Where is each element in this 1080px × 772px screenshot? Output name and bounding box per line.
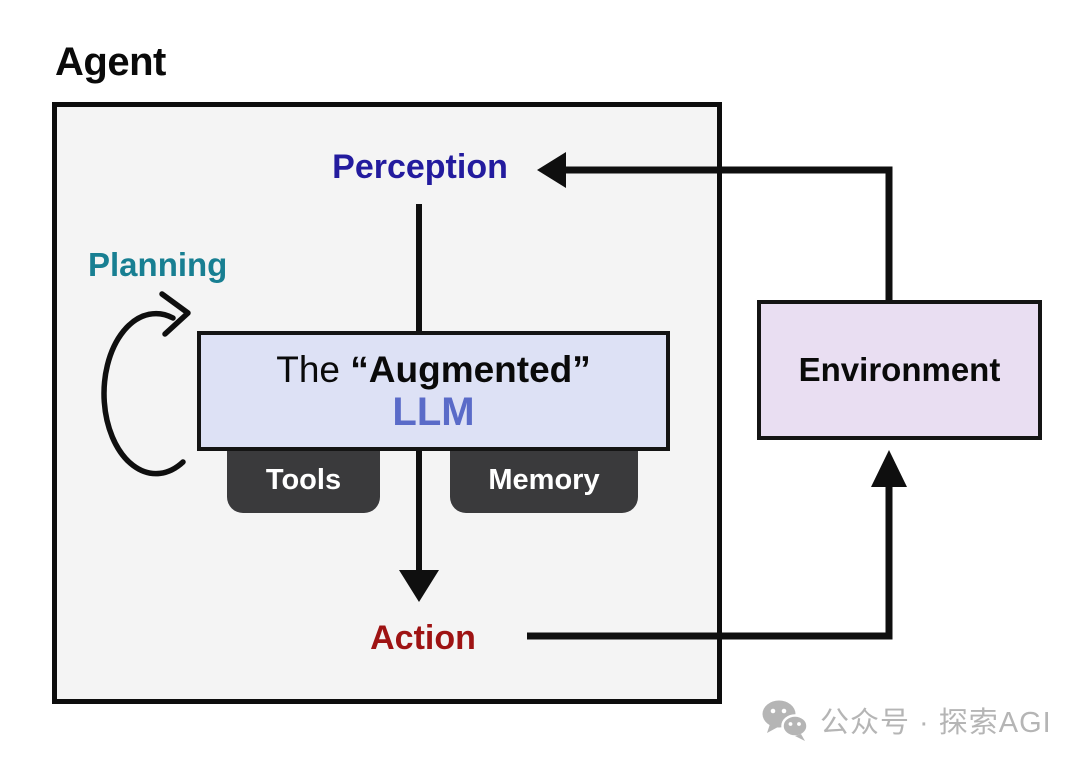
planning-label: Planning: [88, 246, 228, 283]
arrow-action-to-environment-head: [871, 450, 907, 487]
perception-label: Perception: [332, 148, 508, 186]
llm-box-line1: The “Augmented”: [276, 349, 591, 392]
environment-box: Environment: [757, 300, 1042, 440]
action-label: Action: [370, 619, 476, 657]
wechat-icon: [762, 700, 809, 741]
tools-tab: Tools: [227, 447, 380, 513]
watermark-text: 公众号 · 探索AGI: [820, 707, 1052, 739]
memory-tab: Memory: [450, 447, 638, 513]
llm-line1-regular: The: [276, 348, 351, 390]
watermark: 公众号 · 探索AGI: [760, 698, 1052, 742]
llm-line1-bold: “Augmented”: [350, 348, 591, 390]
augmented-llm-box: The “Augmented” LLM: [197, 331, 670, 451]
agent-title: Agent: [55, 40, 166, 84]
llm-box-line2: LLM: [392, 390, 475, 435]
